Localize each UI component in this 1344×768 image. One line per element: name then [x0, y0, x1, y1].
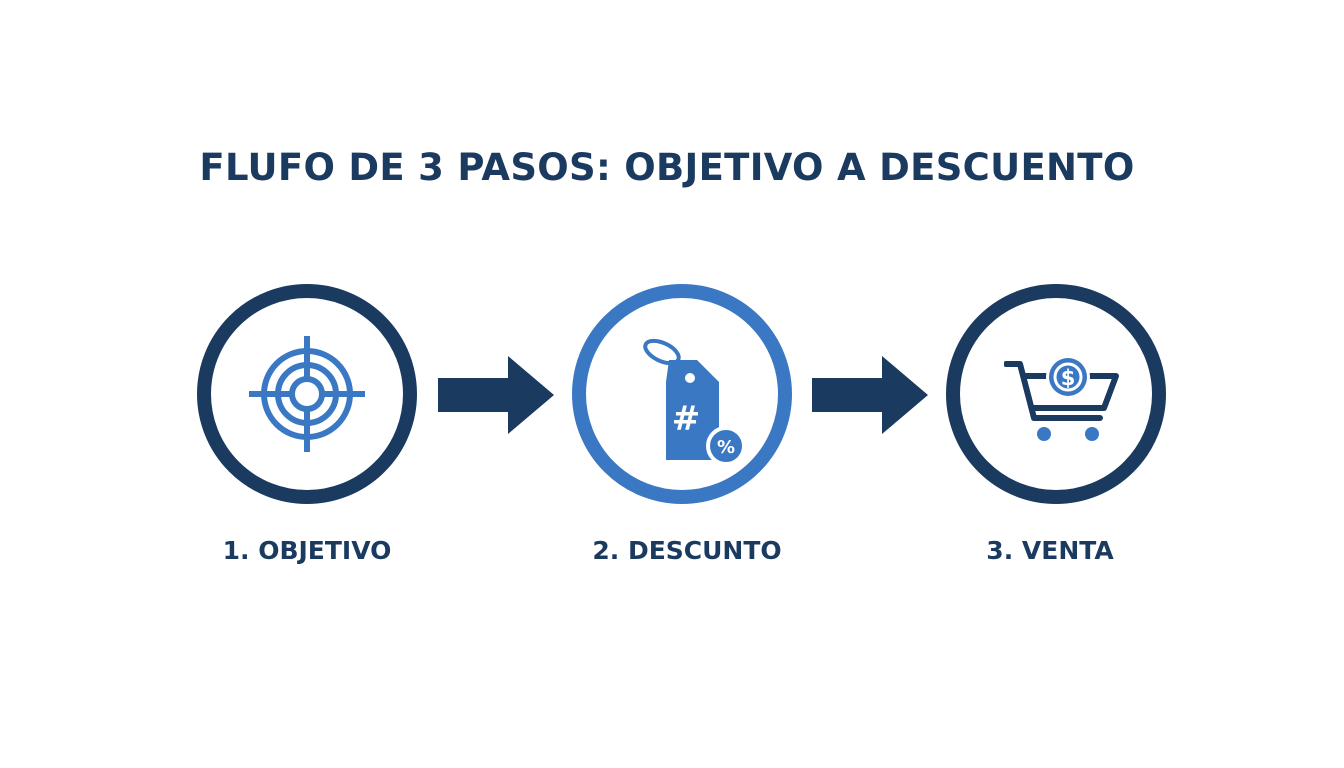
step-label-venta: 3. VENTA — [986, 536, 1114, 565]
percent-badge-text: % — [717, 437, 735, 458]
step-descuento-circle: # % — [572, 284, 792, 504]
price-tag-icon: # % — [643, 338, 746, 464]
arrow-right-icon — [438, 356, 554, 434]
tag-hash-text: # — [672, 399, 701, 439]
shopping-cart-icon: $ — [1004, 355, 1119, 441]
dollar-coin-text: $ — [1061, 366, 1076, 390]
step-objetivo-circle — [197, 284, 417, 504]
step-label-descuento: 2. DESCUNTO — [592, 536, 782, 565]
page-title: FLUFO DE 3 PASOS: OBJETIVO A DESCUENTO — [199, 146, 1135, 189]
step-label-objetivo: 1. OBJETIVO — [222, 536, 392, 565]
target-icon — [249, 336, 365, 452]
step-venta-circle: $ — [946, 284, 1166, 504]
arrow-right-icon — [812, 356, 928, 434]
